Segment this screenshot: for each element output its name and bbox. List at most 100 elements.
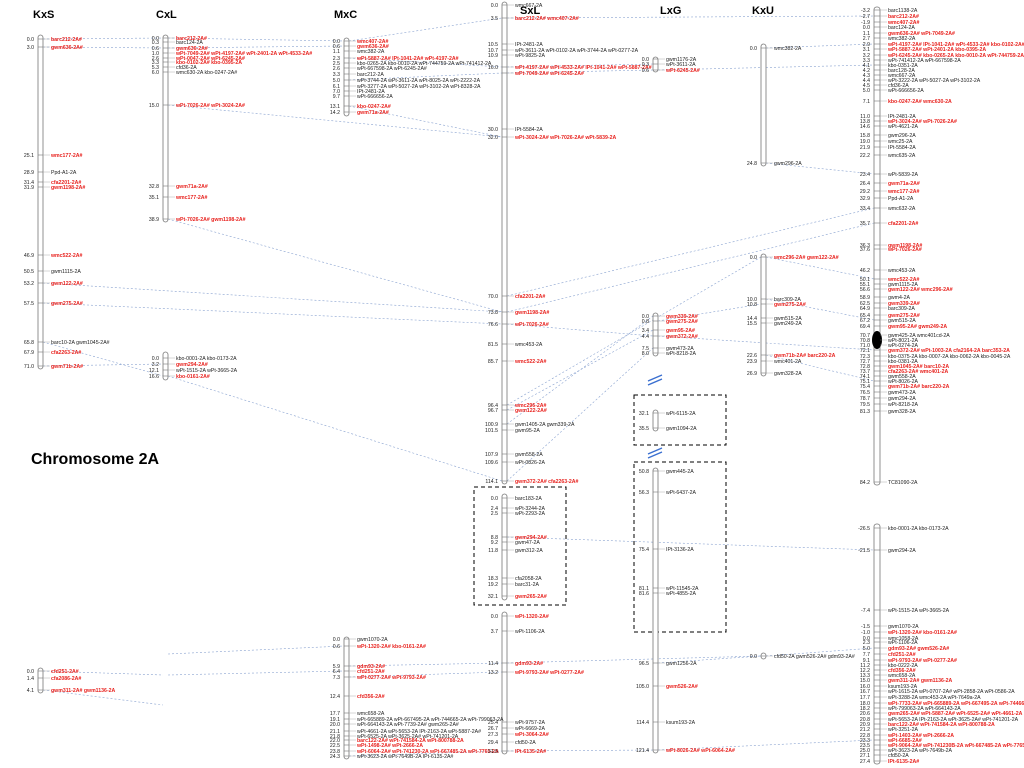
marker-position: 12.4: [330, 694, 340, 700]
marker-position: 3.2: [152, 362, 159, 368]
marker-label: wmc177-2A#: [50, 153, 83, 159]
marker-position: 29.4: [488, 740, 498, 746]
marker-label: cfa2201-2A#: [888, 221, 918, 227]
marker-position: 96.5: [639, 661, 649, 667]
marker-label: wmc401-2A: [774, 359, 802, 365]
marker-label: gwm275-2A#: [888, 313, 920, 319]
marker-label: gwm636-2A# wPt-7049-2A#: [888, 31, 955, 37]
marker-position: 1.0: [152, 51, 159, 57]
marker-position: 19.0: [860, 139, 870, 145]
marker-label: barc309-2A: [774, 297, 801, 303]
marker-label: barc309-2A: [888, 306, 915, 312]
marker-position: 3.3: [863, 58, 870, 64]
marker-position: 72.8: [860, 364, 870, 370]
marker-label: gwm328-2A: [888, 409, 916, 415]
marker-label: wPt-799063-2A wPt-664143-2A: [888, 706, 961, 712]
marker-position: 75.4: [860, 384, 870, 390]
dashed-box: [633, 461, 727, 633]
marker-label: barc122-2A# wPt-741584-2A wPt-800788-2A: [888, 722, 995, 728]
marker-position: 65.4: [860, 313, 870, 319]
marker-label: IPt-2481-2A: [888, 114, 916, 120]
marker-label: barc10-2A gwm1045-2A#: [51, 340, 110, 346]
marker-label: wPt-0047-2A# wPt-6245-2A#: [175, 56, 245, 62]
chromosome-bar: [37, 34, 44, 370]
marker-position: 3.3: [152, 60, 159, 66]
marker-label: cfd50-2A gwm526-2A# gdm93-2A#: [774, 654, 855, 660]
marker-label: IPt-2481-2A: [357, 89, 385, 95]
marker-label: gdm93-2A#: [515, 661, 543, 667]
marker-position: 2.7: [863, 36, 870, 42]
marker-label: gwm296-2A: [774, 161, 802, 167]
marker-label: wPt-6115-2A: [666, 411, 696, 417]
marker-label: wPt-3251-2A: [888, 727, 919, 733]
connector-line: [348, 57, 503, 68]
chromosome-bar: [501, 1, 508, 485]
marker-label: gwm473-2A: [888, 390, 916, 396]
marker-position: 1.1: [863, 31, 870, 37]
marker-label: wPt-665889-2A wPt-667495-2A wPt-744665-2…: [357, 717, 504, 723]
marker-label: cfa2086-2A#: [51, 676, 81, 682]
marker-position: 0.0: [642, 314, 649, 320]
marker-label: wPt-7049-2A# wPt-6245-2A#: [514, 71, 584, 77]
marker-position: 101.5: [485, 428, 498, 434]
marker-label: gdm93-2A#: [357, 664, 385, 670]
marker-position: 17.7: [860, 695, 870, 701]
marker-label: gwm265-2A# wPt-5887-2A# wPt-6525-2A# wPt…: [888, 711, 1023, 717]
marker-position: 13.3: [860, 673, 870, 679]
connector-line: [348, 17, 503, 42]
marker-position: 0.0: [27, 669, 34, 675]
marker-position: 8.8: [491, 535, 498, 541]
map-title-lxg: LxG: [660, 5, 682, 17]
break-mark: [647, 374, 663, 386]
marker-position: 14.6: [860, 124, 870, 130]
marker-label: wPt-1403-2A# wPt-2666-2A: [887, 733, 954, 739]
marker-position: 3.2: [863, 53, 870, 59]
chromosome-bar: [501, 493, 508, 601]
marker-label: wPt-1515-2A wPt-3665-2A: [888, 608, 950, 614]
marker-label: wPt-4197-2A# wPt-4533-2A# IPt-1041-2A# w…: [514, 65, 652, 71]
marker-label: barc122-2A# wPt-741584-2A wPt-800788-2A: [357, 738, 464, 744]
marker-position: 0.0: [27, 37, 34, 43]
marker-label: gdm93-2A# gwm526-2A#: [888, 646, 949, 652]
marker-label: gwm122-2A#: [51, 281, 83, 287]
marker-position: 109.6: [485, 460, 498, 466]
marker-position: 15.8: [860, 133, 870, 139]
marker-position: 56.6: [860, 287, 870, 293]
marker-label: wPt-1320-2A# kbo-0161-2A#: [887, 630, 957, 636]
marker-position: 3.4: [642, 328, 649, 334]
marker-label: wPt-1498-2A# wPt-2666-2A: [356, 743, 423, 749]
marker-label: gwm122-2A#: [515, 408, 547, 414]
marker-label: wPt-3623-2A wPt-7649B-2A IPt-6135-2A#: [357, 754, 453, 760]
marker-label: wPt-1106-2A: [515, 629, 545, 635]
marker-label: barc212-2A# wmc407-2A#: [515, 16, 579, 22]
marker-label: gwm265-2A#: [515, 594, 547, 600]
marker-position: -3.2: [861, 8, 870, 14]
marker-label: gwm1115-2A: [888, 282, 918, 288]
marker-position: 4.4: [642, 334, 649, 340]
marker-label: wPt-5887-2A# wPt-2401-2A kbo-0395-2A: [887, 47, 986, 53]
marker-label: wPt-6437-2A: [666, 490, 697, 496]
marker-position: 0.0: [863, 636, 870, 642]
marker-position: 32.1: [639, 411, 649, 417]
marker-label: Ppd-A1-2A: [51, 170, 77, 176]
marker-position: 29.2: [860, 189, 870, 195]
marker-label: gwm372-2A# wPt-1003-2A cfa2164-2A barc35…: [888, 348, 1010, 354]
marker-position: 15.0: [149, 103, 159, 109]
marker-position: 16.0: [488, 65, 498, 71]
marker-position: 3.0: [27, 45, 34, 51]
marker-label: cfa2201-2A#: [515, 294, 545, 300]
marker-label: wPt-3222-2A wPt-5027-2A wPt-3102-2A: [888, 78, 981, 84]
connector-line: [506, 323, 654, 337]
marker-position: 57.5: [24, 301, 34, 307]
marker-label: wmc632-2A: [888, 206, 916, 212]
marker-position: 1.1: [333, 49, 340, 55]
chromosome-bar: [873, 6, 881, 486]
marker-position: 22.0: [330, 738, 340, 744]
marker-position: 21.2: [860, 727, 870, 733]
marker-position: 0.0: [152, 356, 159, 362]
marker-position: 5.9: [333, 664, 340, 670]
marker-label: wPt-6685-2A#: [887, 738, 922, 744]
marker-position: 26.7: [488, 726, 498, 732]
marker-position: 73.7: [860, 369, 870, 375]
